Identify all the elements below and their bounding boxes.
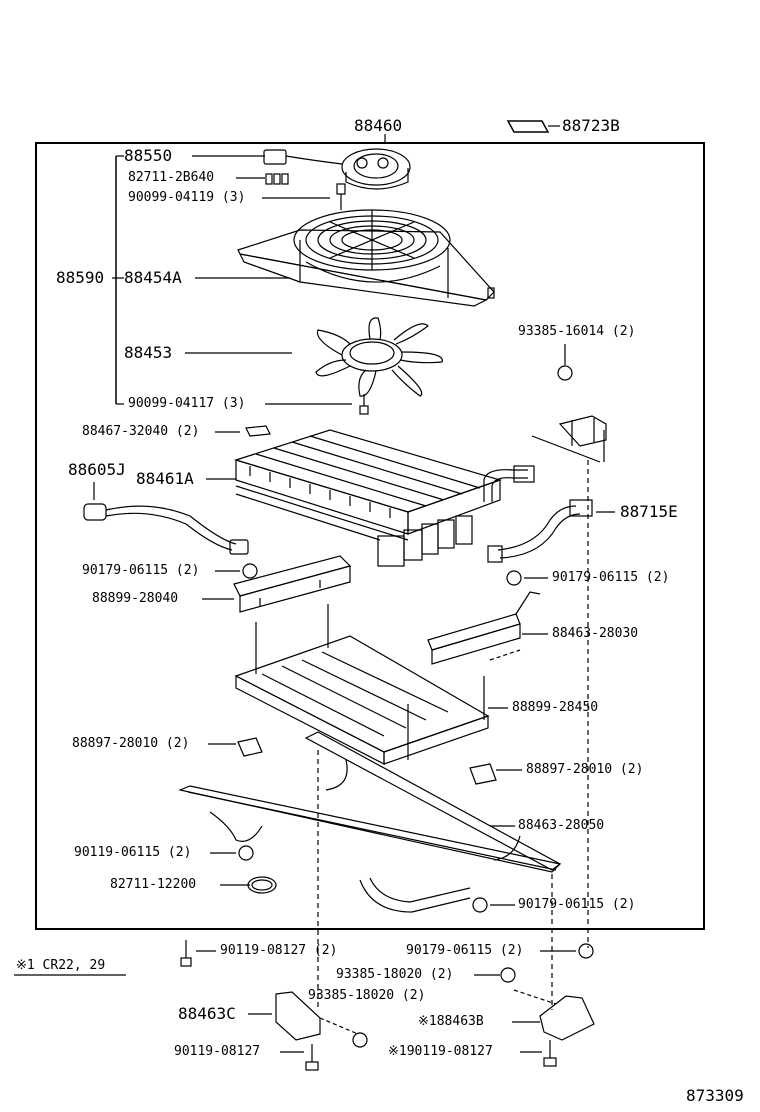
frame <box>177 731 562 1010</box>
fan-blade <box>315 317 443 397</box>
label-90119-08127-stay-right: ※190119-08127 <box>388 1044 493 1059</box>
label-88453: 88453 <box>124 343 173 362</box>
diagram-number: 873309 <box>686 1086 744 1105</box>
label-82711-2B640: 82711-2B640 <box>128 170 215 185</box>
label-90119-08127-bolt: 90119-08127 (2) <box>220 943 338 958</box>
label-90179-06115-outside: 90179-06115 (2) <box>406 943 524 958</box>
connector-clips <box>265 173 289 185</box>
fan-shroud <box>237 209 495 307</box>
cushion-left <box>237 737 263 757</box>
label-88463-28050: 88463-28050 <box>518 818 605 833</box>
nut-outside-right <box>578 943 594 959</box>
label-93385-18020-right: 93385-18020 (2) <box>336 967 454 982</box>
label-88463B: ※188463B <box>418 1014 484 1029</box>
bracket-left <box>233 555 352 613</box>
label-88460: 88460 <box>354 116 403 135</box>
screw-lower <box>359 394 369 415</box>
label-88461A: 88461A <box>136 469 194 488</box>
label-88897-28010-left: 88897-28010 (2) <box>72 736 190 751</box>
label-88463C: 88463C <box>178 1004 236 1023</box>
assembly-frame <box>35 142 705 930</box>
label-88899-28450: 88899-28450 <box>512 700 599 715</box>
label-note-models: ※1 CR22, 29 <box>16 958 106 973</box>
cushion-right <box>469 763 497 785</box>
discharge-pipe <box>483 465 535 502</box>
label-90119-06115: 90119-06115 (2) <box>74 845 192 860</box>
clamp <box>247 876 277 894</box>
label-90099-04119: 90099-04119 (3) <box>128 190 246 205</box>
label-88467-32040: 88467-32040 (2) <box>82 424 200 439</box>
bracket-right <box>427 591 541 665</box>
screw-upper <box>336 183 346 210</box>
label-88463-28030: 88463-28030 <box>552 626 639 641</box>
label-90179-06115-right: 90179-06115 (2) <box>552 570 670 585</box>
tray <box>234 604 490 765</box>
label-90179-06115-frame: 90179-06115 (2) <box>518 897 636 912</box>
tube-88715E <box>487 499 593 563</box>
label-88605J: 88605J <box>68 460 126 479</box>
nut-frame-left <box>238 845 254 861</box>
fan-motor <box>263 148 411 190</box>
pad <box>245 425 271 437</box>
nut-frame-right <box>472 897 488 913</box>
nut-right <box>506 570 522 586</box>
label-plate-shape <box>506 120 550 133</box>
label-88723B: 88723B <box>562 116 620 135</box>
label-90119-08127-stay-left: 90119-08127 <box>174 1044 261 1059</box>
label-93385-18020-left: 93385-18020 (2) <box>308 988 426 1003</box>
label-90179-06115-left: 90179-06115 (2) <box>82 563 200 578</box>
wire-harness <box>83 503 249 555</box>
nut-stay-right <box>500 967 516 983</box>
label-82711-12200: 82711-12200 <box>110 877 197 892</box>
label-88550: 88550 <box>124 146 173 165</box>
nut-left <box>242 563 258 579</box>
stay-right <box>513 989 595 1067</box>
label-93385-16014: 93385-16014 (2) <box>518 324 636 339</box>
label-88899-28040: 88899-28040 <box>92 591 179 606</box>
condenser-core <box>233 429 502 567</box>
label-88897-28010-right: 88897-28010 (2) <box>526 762 644 777</box>
label-88715E: 88715E <box>620 502 678 521</box>
stay-left <box>275 991 368 1071</box>
bolt-left <box>180 940 192 967</box>
upper-right-bracket <box>531 365 607 948</box>
label-90099-04117: 90099-04117 (3) <box>128 396 246 411</box>
label-88590: 88590 <box>56 268 105 287</box>
label-88454A: 88454A <box>124 268 182 287</box>
